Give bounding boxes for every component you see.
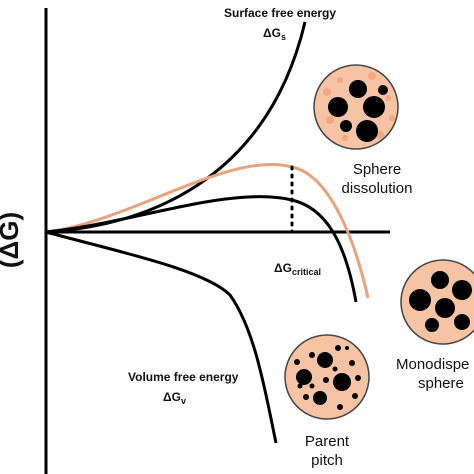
monodisperse-label-2: sphere (418, 375, 464, 392)
y-axis-label: (ΔG) (0, 212, 24, 268)
surface-energy-label: Surface free energy (224, 6, 336, 20)
parent-pitch-label-2: pitch (311, 452, 343, 469)
parent-pitch-label-1: Parent (305, 433, 350, 450)
volume-energy-symbol: ΔGv (163, 390, 186, 406)
surface-energy-symbol: ΔGs (263, 26, 286, 42)
sphere-dissolution-label-2: dissolution (342, 180, 413, 197)
sphere-dissolution-label-1: Sphere (353, 161, 401, 178)
volume-energy-label: Volume free energy (128, 370, 239, 384)
critical-energy-label: ΔGcritical (274, 261, 321, 277)
orange-total-energy-curve (45, 162, 370, 299)
monodisperse-label-1: Monodispe (396, 356, 469, 373)
total-energy-curve (45, 195, 358, 303)
sphere-dissolution-icon (313, 64, 399, 150)
volume-energy-curve (45, 230, 278, 444)
monodisperse-sphere-icon (400, 259, 474, 345)
parent-pitch-icon (284, 334, 370, 420)
surface-energy-curve (45, 21, 307, 234)
